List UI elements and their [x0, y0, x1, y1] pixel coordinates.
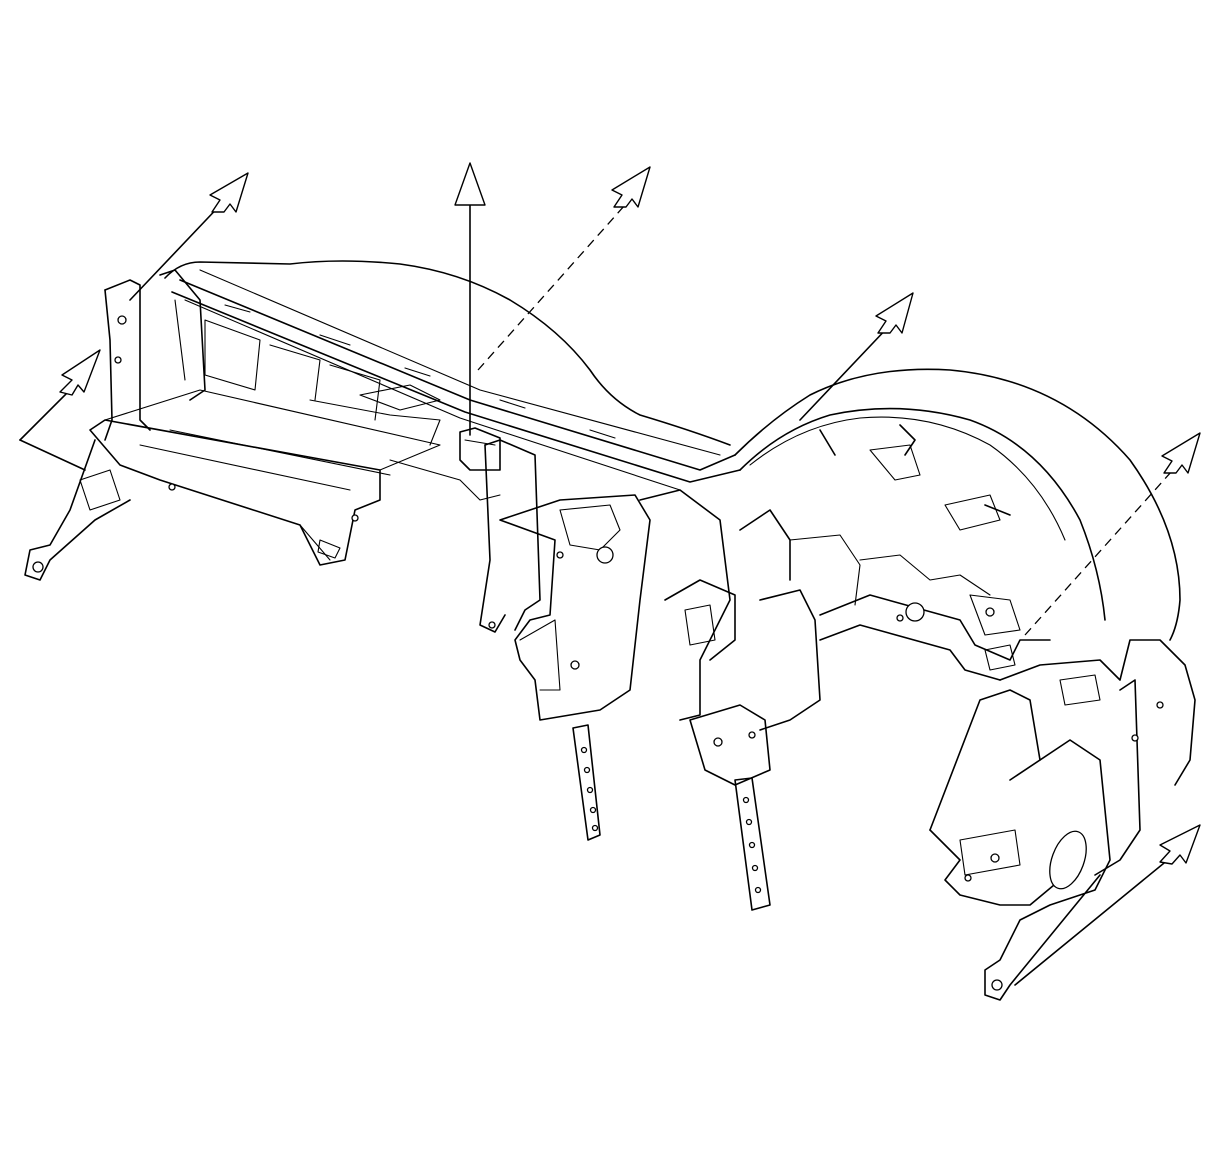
direction-arrow-7	[1014, 824, 1201, 986]
left-hanging-strap	[572, 724, 601, 841]
right-end-bracket	[929, 639, 1196, 1001]
left-lower-tray	[24, 389, 441, 581]
direction-arrow-4	[477, 166, 651, 371]
right-dome	[734, 368, 1181, 641]
direction-arrow-5	[799, 292, 914, 421]
direction-arrow-3	[454, 162, 486, 436]
inner-cavity	[204, 319, 501, 501]
center-mount-post	[459, 427, 501, 471]
left-end-bracket	[104, 269, 206, 441]
top-rail	[164, 260, 741, 491]
center-support-bracket	[479, 439, 651, 721]
right-cross-beam	[819, 554, 1051, 681]
right-hanging-strap	[734, 777, 771, 911]
center-right-brackets	[639, 489, 861, 786]
direction-arrow-2	[129, 172, 249, 301]
direction-arrow-1	[19, 349, 101, 471]
direction-arrow-6	[1024, 432, 1201, 636]
